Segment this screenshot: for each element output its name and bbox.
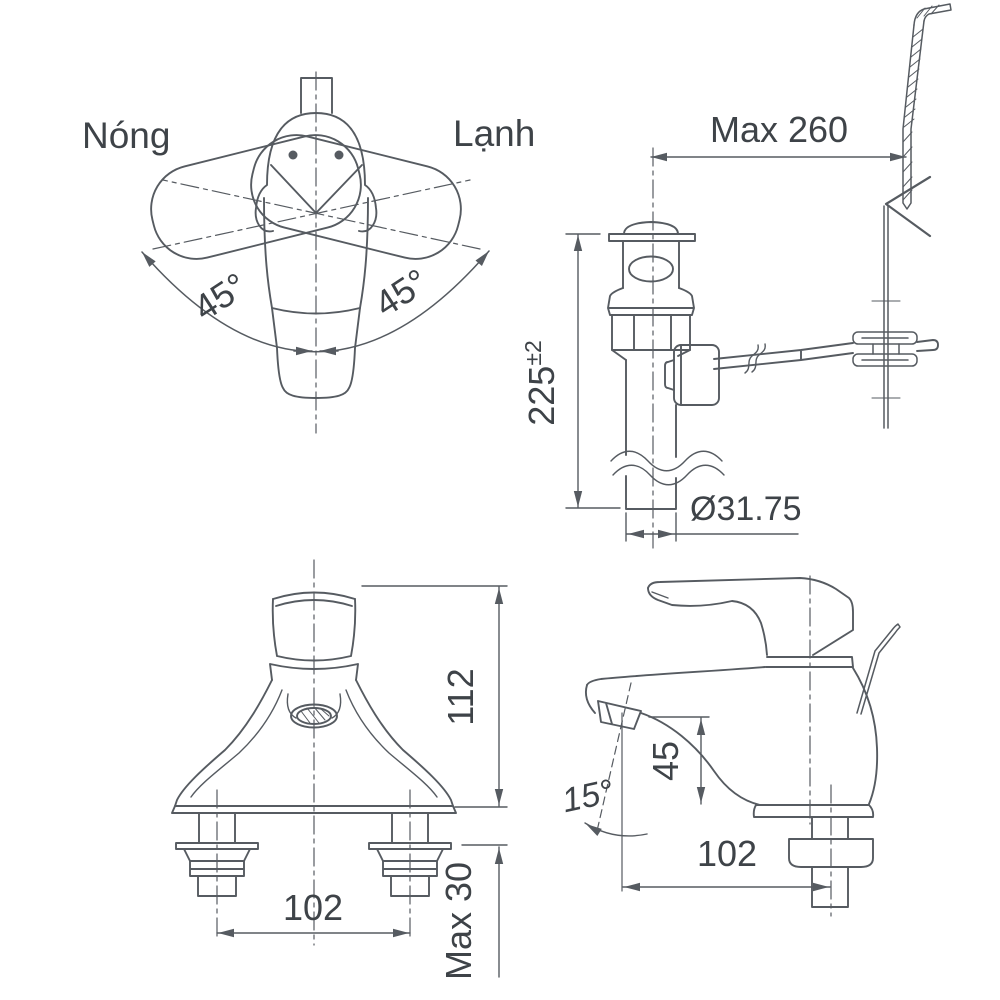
handle-head-facets: [270, 164, 363, 214]
arrowhead: [813, 882, 829, 892]
arrowhead: [494, 789, 504, 805]
handle-dot-left: [288, 150, 298, 160]
side-spout-underside: [640, 712, 761, 806]
handle-stem: [300, 77, 333, 114]
popup-drain-view: [607, 3, 952, 549]
lever-joint-band: [765, 656, 854, 668]
drain-stopper-cap: [608, 221, 696, 242]
clevis-clip: [852, 331, 918, 367]
arrowhead: [296, 346, 312, 356]
arrowhead: [696, 787, 706, 803]
arrowhead: [218, 928, 234, 938]
dim-102-side: 102: [697, 833, 757, 874]
break-wave-upper: [610, 450, 723, 472]
swing-angle-right: 45°: [367, 260, 435, 324]
arrowhead: [658, 529, 674, 539]
handle-body: [263, 197, 369, 399]
side-spout-tip: [584, 684, 596, 714]
drain-flange: [608, 233, 696, 242]
dim-max-260: Max 260: [710, 109, 848, 150]
drain-pivot-tee: [664, 344, 720, 406]
arrowhead: [494, 848, 504, 864]
side-body: [584, 666, 879, 806]
handle-center-position: [254, 77, 378, 399]
dim-line-diameter: [625, 512, 799, 542]
side-spout-top: [586, 666, 766, 686]
drain-shoulder: [607, 287, 695, 316]
dimension-lines: [216, 156, 907, 978]
handle-head: [254, 112, 378, 233]
lift-rod-lower: [871, 175, 932, 429]
hot-label: Nóng: [82, 115, 170, 156]
dim-45: 45: [645, 741, 686, 781]
dim-225-value: 225: [521, 366, 562, 426]
dim-line-112: [361, 585, 508, 808]
swing-axes-lines: [152, 179, 481, 250]
arrowhead: [393, 928, 409, 938]
drain-locknut: [611, 314, 691, 351]
dim-line-max30: [461, 844, 508, 978]
side-stud: [788, 816, 874, 908]
drawing-labels: Nóng Lạnh 45° 45° Max 260 225±2 Ø31.75 1…: [82, 109, 848, 980]
dim-pipe-diameter: Ø31.75: [690, 490, 802, 528]
pivot-rod: [713, 339, 939, 374]
drain-body: [607, 240, 695, 361]
front-baseplate: [171, 805, 457, 814]
front-stud-right: [368, 812, 452, 897]
side-aerator: [597, 700, 642, 730]
break-wave-lower: [612, 464, 725, 486]
top-view-handle-rotation: [141, 71, 490, 434]
drain-overflow-hole: [628, 255, 674, 283]
drain-tailpipe: [610, 359, 725, 510]
front-view: [171, 559, 457, 946]
arrowhead: [573, 235, 583, 251]
dim-225-tolerance: ±2: [520, 340, 546, 365]
rod-break-symbol: [744, 343, 766, 374]
dim-112: 112: [440, 668, 481, 725]
arrowhead: [573, 491, 583, 507]
dim-15-degree: 15°: [559, 772, 617, 820]
spring-clip-wire: [884, 175, 932, 238]
front-stud-left: [175, 812, 259, 897]
side-lift-rod: [856, 623, 901, 715]
lift-rod-upper: [902, 3, 952, 210]
arrowhead: [624, 882, 640, 892]
lift-rod-knurling: [902, 4, 940, 201]
stud-centerlines: [216, 789, 411, 942]
handle-grip-line: [271, 307, 361, 315]
side-lever: [647, 577, 854, 668]
dim-225: 225±2: [520, 340, 562, 426]
rod-adjust-ticks: [871, 300, 901, 399]
dim-102-front: 102: [283, 887, 343, 928]
front-handle: [269, 591, 359, 681]
rotated-handle-right-outline: [250, 134, 462, 260]
front-aerator: [290, 703, 338, 729]
spout-cowl: [286, 693, 342, 719]
cold-label: Lạnh: [453, 113, 535, 154]
arrowhead: [696, 719, 706, 735]
side-base: [752, 804, 875, 818]
dim-line-225: [565, 233, 621, 509]
side-mounting-nut: [788, 838, 874, 868]
filled-marks: [138, 150, 906, 938]
arrowhead: [494, 588, 504, 604]
handle-dot-right: [334, 150, 344, 160]
arrowhead: [320, 346, 336, 356]
rotated-handle-left-outline: [150, 134, 362, 260]
dim-max-30: Max 30: [438, 862, 479, 980]
arrowhead: [628, 529, 644, 539]
front-body: [174, 679, 454, 807]
swing-angle-left: 45°: [186, 264, 254, 328]
